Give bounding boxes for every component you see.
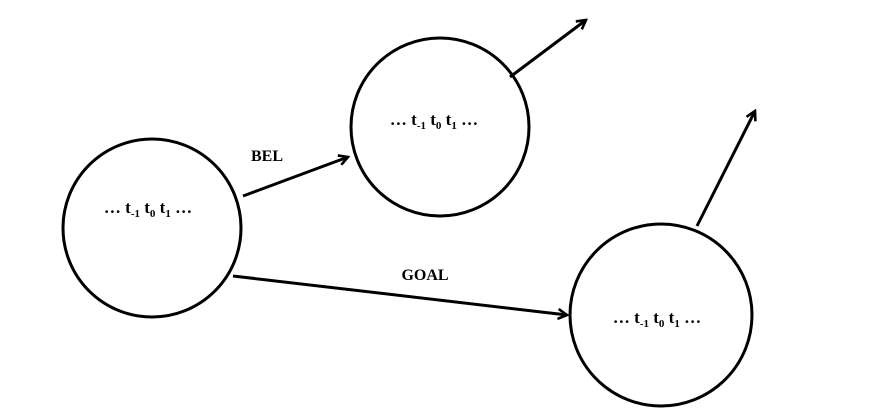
outgoing-arrow-bel-target: [509, 20, 586, 79]
time-t-minus-1: t-1: [411, 110, 426, 132]
node-source-circle: [61, 137, 243, 319]
edge-bel-label: BEL: [250, 148, 284, 165]
ellipsis-left: …: [389, 110, 407, 129]
outgoing-arrow-goal-target: [695, 111, 755, 227]
time-t-0: t0: [653, 308, 665, 330]
ellipsis-right: …: [684, 308, 702, 327]
time-t-minus-1: t-1: [125, 198, 140, 220]
node-source-label: … t-1 t0 t1 …: [103, 198, 193, 220]
node-goal-target-circle: [568, 222, 754, 408]
time-t-0: t0: [144, 198, 156, 220]
edge-goal-arrow: [232, 274, 567, 315]
node-bel-target-circle: [349, 36, 531, 218]
edge-goal-label: GOAL: [401, 267, 449, 284]
ellipsis-left: …: [612, 308, 630, 327]
ellipsis-left: …: [103, 198, 121, 217]
time-t-1: t1: [445, 110, 457, 132]
ellipsis-right: …: [175, 198, 193, 217]
time-t-1: t1: [668, 308, 680, 330]
node-goal-target-label: … t-1 t0 t1 …: [612, 308, 702, 330]
node-bel-target-label: … t-1 t0 t1 …: [389, 110, 479, 132]
time-t-minus-1: t-1: [634, 308, 649, 330]
ellipsis-right: …: [461, 110, 479, 129]
time-t-1: t1: [159, 198, 171, 220]
time-t-0: t0: [430, 110, 442, 132]
edge-bel-arrow: [242, 157, 348, 198]
